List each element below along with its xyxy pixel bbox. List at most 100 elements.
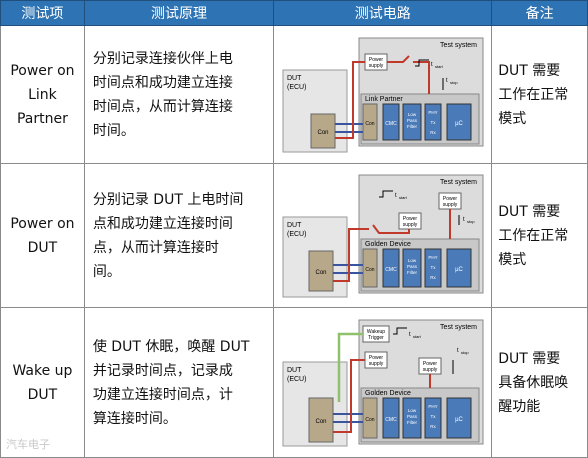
lp-connector	[362, 103, 378, 140]
svg-text:Link Partner: Link Partner	[365, 96, 403, 103]
dut-connector	[308, 397, 334, 442]
table-row: Power on DUT 分别记录 DUT 上电时间 点和成功建立连接时间 点，…	[0, 163, 588, 308]
power-path	[386, 54, 430, 94]
table-header-row: 测试项 测试原理 测试电路 备注	[0, 0, 588, 26]
dut-connector	[308, 250, 334, 291]
circuit-diagram-link-partner: Test system DUT (ECU) Con Link Partner C…	[282, 37, 484, 152]
header-principle: 测试原理	[83, 0, 275, 26]
svg-text:Tx: Tx	[430, 265, 436, 270]
svg-text:PHY: PHY	[428, 110, 437, 115]
svg-text:start: start	[413, 334, 422, 339]
svg-text:(ECU): (ECU)	[287, 84, 306, 91]
svg-text:DUT: DUT	[287, 222, 302, 229]
header-item: 测试项	[0, 0, 85, 26]
svg-text:Filter: Filter	[407, 270, 418, 275]
svg-text:Low: Low	[408, 258, 417, 263]
table-row: Wake up DUT 使 DUT 休眠，唤醒 DUT 并记录时间点，记录成 功…	[0, 307, 588, 458]
svg-text:Wakeup: Wakeup	[367, 329, 385, 335]
svg-text:(ECU): (ECU)	[287, 231, 306, 238]
svg-text:Con: Con	[317, 130, 328, 136]
svg-text:t: t	[395, 193, 397, 199]
svg-text:Filter: Filter	[407, 124, 418, 129]
svg-text:PHY: PHY	[428, 404, 437, 409]
svg-text:Test system: Test system	[440, 324, 477, 331]
svg-text:CMC: CMC	[385, 121, 397, 127]
svg-text:start: start	[435, 64, 444, 69]
header-circuit: 测试电路	[273, 0, 493, 26]
svg-text:Golden Device: Golden Device	[365, 390, 411, 397]
circuit-cell: Test system DUT (ECU) Con Golden Device …	[273, 307, 493, 458]
svg-text:µC: µC	[455, 121, 463, 127]
svg-text:Power: Power	[423, 361, 438, 367]
note-cell: DUT 需要 工作在正常 模式	[491, 25, 588, 164]
svg-text:CMC: CMC	[385, 267, 397, 273]
test-item-cell: Power on DUT	[0, 163, 85, 308]
svg-text:start: start	[399, 195, 408, 200]
svg-text:Filter: Filter	[407, 420, 418, 425]
circuit-diagram-power-on-dut: Test system DUT (ECU) Con Golden Device …	[282, 174, 484, 297]
svg-text:stop: stop	[467, 219, 475, 224]
circuit-cell: Test system DUT (ECU) Con Link Partner C…	[273, 25, 493, 164]
svg-text:supply: supply	[402, 222, 417, 228]
gd-connector	[362, 248, 378, 287]
svg-text:Power: Power	[369, 57, 384, 63]
svg-text:DUT: DUT	[287, 367, 302, 374]
principle-cell: 分别记录连接伙伴上电 时间点和成功建立连接 时间点，从而计算连接 时间。	[83, 25, 275, 164]
svg-text:Power: Power	[403, 216, 418, 222]
svg-text:stop: stop	[461, 350, 469, 355]
svg-text:supply: supply	[368, 63, 383, 69]
svg-text:Golden Device: Golden Device	[365, 241, 411, 248]
svg-text:Con: Con	[365, 417, 374, 423]
svg-text:Trigger: Trigger	[368, 335, 384, 341]
uc-box	[446, 103, 472, 140]
svg-text:Tx: Tx	[430, 120, 436, 125]
svg-text:(ECU): (ECU)	[287, 376, 306, 383]
svg-text:Tx: Tx	[430, 414, 436, 419]
phy-box	[424, 248, 442, 287]
dut-power-line	[334, 60, 365, 139]
svg-text:µC: µC	[455, 417, 463, 423]
svg-text:supply: supply	[442, 202, 457, 208]
svg-text:Pass: Pass	[407, 118, 418, 123]
svg-text:Rx: Rx	[430, 130, 436, 135]
svg-text:CMC: CMC	[385, 417, 397, 423]
svg-text:stop: stop	[450, 80, 458, 85]
svg-text:t: t	[446, 78, 448, 84]
svg-text:Test system: Test system	[440, 42, 477, 49]
svg-text:Con: Con	[315, 270, 326, 276]
svg-text:supply: supply	[422, 367, 437, 373]
svg-text:t: t	[457, 348, 459, 354]
watermark: 汽车电子	[6, 438, 50, 451]
test-item-cell: Wake up DUT	[0, 307, 85, 458]
svg-text:Low: Low	[408, 408, 417, 413]
cmc-box	[382, 397, 400, 438]
principle-cell: 分别记录 DUT 上电时间 点和成功建立连接时间 点，从而计算连接时 间。	[83, 163, 275, 308]
dut-connector	[310, 113, 336, 148]
principle-cell: 使 DUT 休眠，唤醒 DUT 并记录时间点，记录成 功建立连接时间点，计 算连…	[83, 307, 275, 458]
circuit-cell: Test system DUT (ECU) Con Golden Device …	[273, 163, 493, 308]
phy-box	[424, 397, 442, 438]
filter-box	[402, 248, 422, 287]
svg-text:Con: Con	[315, 419, 326, 425]
svg-text:Power: Power	[443, 196, 458, 202]
svg-text:Power: Power	[369, 355, 384, 361]
svg-text:Pass: Pass	[407, 414, 418, 419]
table-row: Power on Link Partner 分别记录连接伙伴上电 时间点和成功建…	[0, 25, 588, 164]
phy-box	[424, 103, 442, 140]
svg-text:Pass: Pass	[407, 264, 418, 269]
filter-box	[402, 397, 422, 438]
note-cell: DUT 需要 具备休眠唤 醒功能	[491, 307, 588, 458]
dut-power-path	[332, 223, 410, 282]
header-note: 备注	[491, 0, 588, 26]
svg-text:Test system: Test system	[440, 179, 477, 186]
svg-text:Low: Low	[408, 112, 417, 117]
svg-text:t: t	[463, 217, 465, 223]
dut-power-line	[332, 358, 365, 433]
gd-connector	[362, 397, 378, 438]
uc-box	[446, 248, 472, 287]
uc-box	[446, 397, 472, 438]
cmc-box	[382, 248, 400, 287]
svg-text:Con: Con	[365, 121, 374, 127]
svg-text:PHY: PHY	[428, 255, 437, 260]
